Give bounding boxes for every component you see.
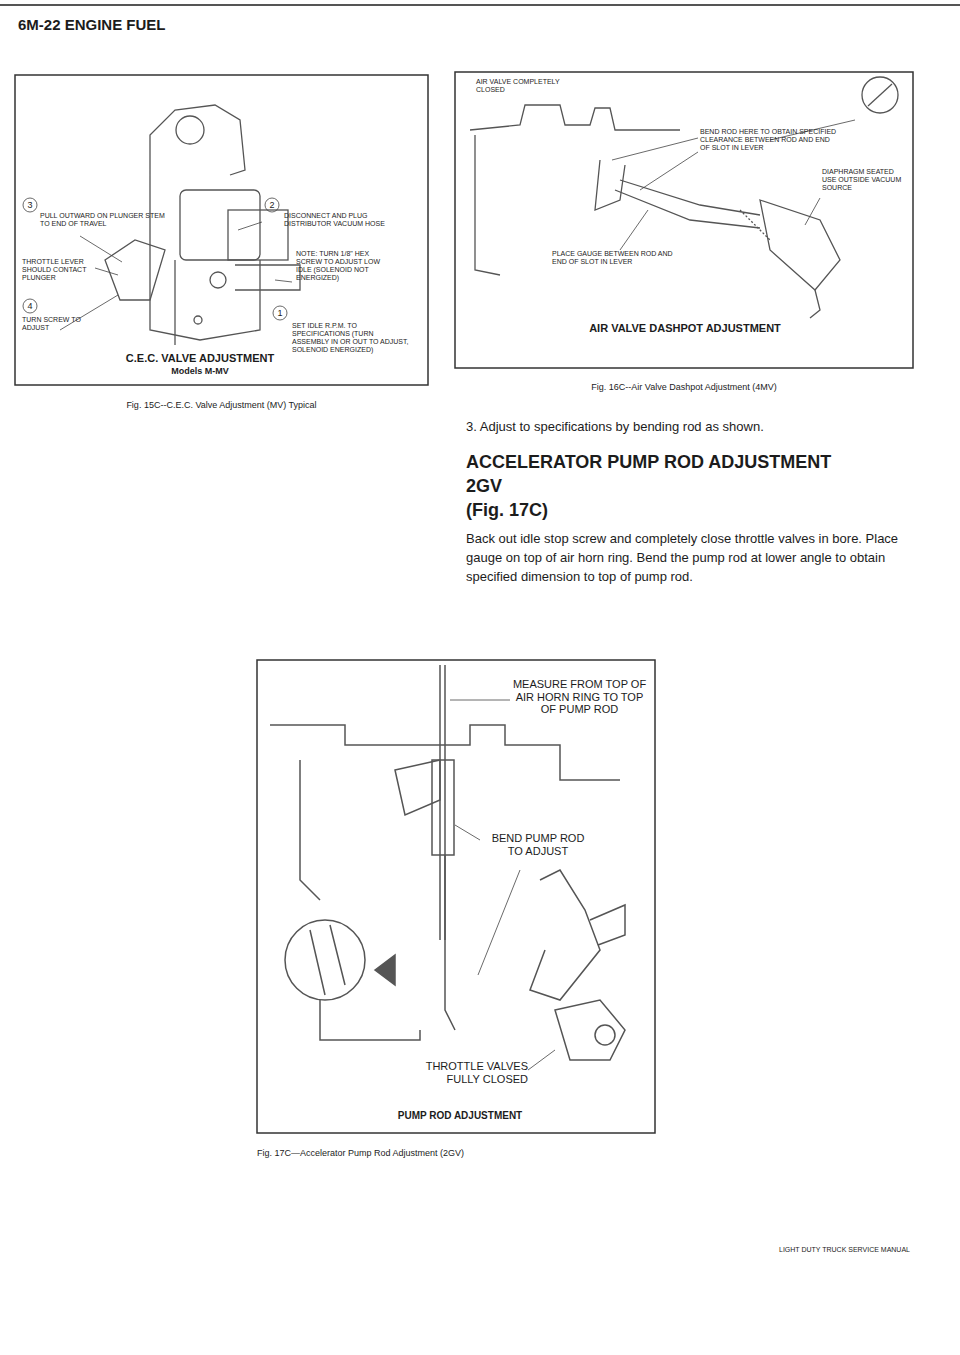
figure-title: PUMP ROD ADJUSTMENT bbox=[340, 1110, 580, 1122]
pump-rod-drawing bbox=[270, 665, 625, 1060]
body-text: 3. Adjust to specifications by bending r… bbox=[466, 420, 916, 435]
section-heading: (Fig. 17C) bbox=[466, 500, 548, 521]
leader-lines bbox=[23, 198, 292, 330]
figure-frame bbox=[455, 72, 913, 368]
callout-text: PLACE GAUGE BETWEEN ROD AND END OF SLOT … bbox=[552, 250, 677, 266]
figure-caption: Fig. 16C--Air Valve Dashpot Adjustment (… bbox=[455, 382, 913, 392]
callout-number: 2 bbox=[265, 200, 279, 210]
callout-text: DISCONNECT AND PLUG DISTRIBUTOR VACUUM H… bbox=[284, 212, 394, 228]
callout-number: 1 bbox=[273, 308, 287, 318]
note-text: NOTE: TURN 1/8" HEX SCREW TO ADJUST LOW … bbox=[296, 250, 396, 282]
callout-text: DIAPHRAGM SEATED USE OUTSIDE VACUUM SOUR… bbox=[822, 168, 910, 192]
figure-title: AIR VALVE DASHPOT ADJUSTMENT bbox=[560, 322, 810, 335]
callout-number: 3 bbox=[23, 200, 37, 210]
cec-valve-drawing bbox=[105, 105, 300, 345]
callout-text: SET IDLE R.P.M. TO SPECIFICATIONS (TURN … bbox=[292, 322, 412, 354]
callout-text: THROTTLE LEVER SHOULD CONTACT PLUNGER bbox=[22, 258, 100, 282]
leader-lines bbox=[612, 120, 855, 250]
callout-text: THROTTLE VALVES FULLY CLOSED bbox=[420, 1060, 528, 1085]
page-footer: LIGHT DUTY TRUCK SERVICE MANUAL bbox=[640, 1246, 910, 1254]
leader-lines bbox=[450, 700, 555, 1070]
callout-text: TURN SCREW TO ADJUST bbox=[22, 316, 82, 332]
callout-text: MEASURE FROM TOP OF AIR HORN RING TO TOP… bbox=[512, 678, 647, 716]
callout-number: 4 bbox=[23, 301, 37, 311]
top-rule bbox=[0, 4, 960, 6]
figure-caption: Fig. 17C—Accelerator Pump Rod Adjustment… bbox=[257, 1148, 655, 1158]
figure-title: C.E.C. VALVE ADJUSTMENT bbox=[90, 352, 310, 365]
figure-caption: Fig. 15C--C.E.C. Valve Adjustment (MV) T… bbox=[15, 400, 428, 410]
figure-frame bbox=[15, 75, 428, 385]
callout-text: BEND PUMP ROD TO ADJUST bbox=[488, 832, 588, 857]
dashpot-drawing bbox=[470, 77, 898, 318]
figure-subtitle: Models M-MV bbox=[90, 366, 310, 376]
callout-text: BEND ROD HERE TO OBTAIN SPECIFIED CLEARA… bbox=[700, 128, 840, 152]
callout-text: AIR VALVE COMPLETELY CLOSED bbox=[476, 78, 576, 94]
figure-frame bbox=[257, 660, 655, 1133]
section-heading: 2GV bbox=[466, 476, 502, 497]
section-heading: ACCELERATOR PUMP ROD ADJUSTMENT bbox=[466, 452, 936, 473]
body-text: Back out idle stop screw and completely … bbox=[466, 530, 916, 587]
callout-text: PULL OUTWARD ON PLUNGER STEM TO END OF T… bbox=[40, 212, 170, 228]
page-header: 6M-22 ENGINE FUEL bbox=[18, 16, 166, 33]
